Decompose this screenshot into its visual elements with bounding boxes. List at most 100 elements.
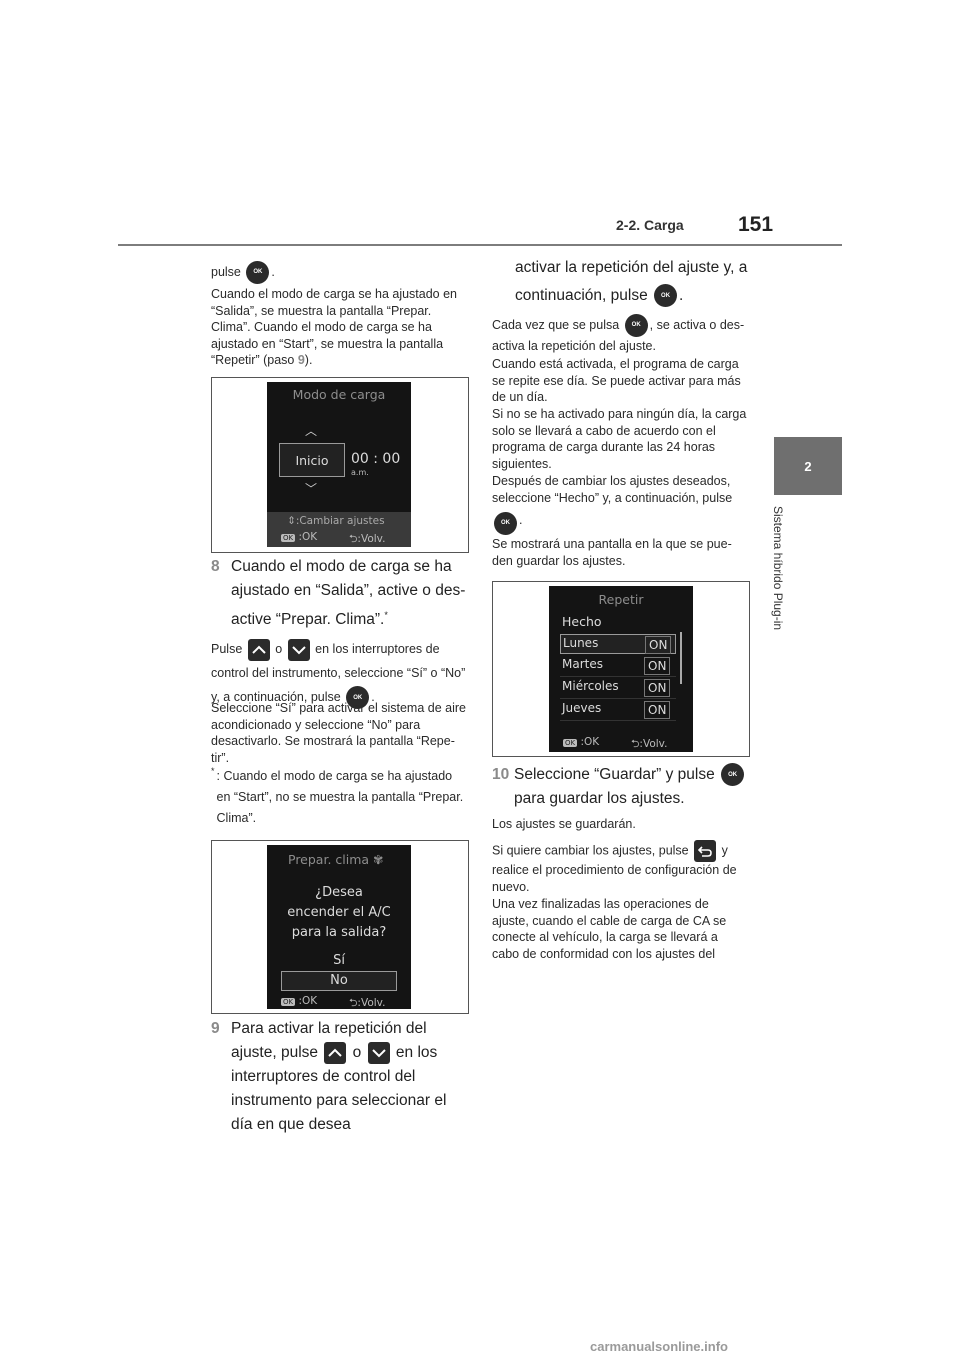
back-hint-text: :Volv.	[357, 533, 386, 545]
para-end: .	[679, 287, 684, 304]
back-arrow-icon: ⮌	[349, 997, 358, 1009]
footnote-mark: *	[384, 610, 388, 620]
question-line: encender el A/C	[287, 905, 391, 920]
screen-title: Prepar. clima ✾	[288, 852, 384, 867]
step-9-text: en los interruptores de control del inst…	[231, 1044, 447, 1133]
chapter-side-label: Sistema híbrido Plug-in	[771, 506, 815, 656]
ok-button-icon: OK	[624, 314, 648, 337]
back-hint-text: :Volv.	[639, 738, 668, 750]
para-text: y realice el procedimiento de configurac…	[492, 843, 737, 894]
question: ¿Desea encender el A/C para la salida?	[267, 883, 411, 943]
figure-frame-clima: Prepar. clima ✾ ¿Desea encender el A/C p…	[211, 840, 469, 1014]
ok-badge-icon: OK	[281, 998, 296, 1006]
ok-button-icon: OK	[494, 512, 517, 535]
back-hint: ⮌:Volv.	[631, 736, 667, 754]
step-8-text: Cuando el modo de carga se ha ajustado e…	[231, 558, 466, 629]
ok-button-icon: OK	[721, 763, 745, 787]
para-end: .	[371, 690, 375, 704]
change-settings-label: ⇕:Cambiar ajustes	[287, 515, 385, 527]
paragraph: Cuando está activada, el programa de car…	[492, 357, 741, 404]
footnote-text: : Cuando el modo de carga se ha ajustado…	[216, 769, 464, 825]
conjunction: o	[352, 1044, 362, 1061]
screen-charge-mode: Modo de carga ︿ Inicio 00 : 00 a.m. ﹀ ⇕:…	[267, 382, 411, 547]
para-text: en los interruptores de con­trol del ins…	[211, 642, 466, 704]
step-10: 10 Seleccione “Guardar” y pulse OK para …	[492, 763, 748, 811]
conjunction: o	[275, 642, 283, 656]
paragraph: Después de cambiar los ajustes deseados,…	[492, 473, 748, 535]
ok-hint: OK :OK	[563, 736, 599, 748]
step-9-continued: activar la repetición del ajuste y, a co…	[515, 254, 749, 310]
paragraph: Cuando el modo de carga se ha ajustado e…	[211, 286, 467, 369]
step-9: 9 Para activar la repetición del ajuste,…	[211, 1017, 467, 1137]
ok-button-icon: OK	[346, 686, 370, 710]
step-text: Cuando el modo de carga se ha ajustado e…	[231, 555, 467, 632]
option-text: Inicio	[295, 452, 329, 468]
back-arrow-icon: ⮌	[631, 738, 640, 750]
footnote: * : Cuando el modo de carga se ha ajusta…	[211, 766, 467, 829]
para-text: , se activa o des­activa la repetición d…	[492, 317, 745, 353]
step-10-text: Seleccione “Guardar” y pulse	[514, 766, 715, 783]
page-number: 151	[738, 213, 774, 236]
paragraph: Si no se ha activado para ningún día, la…	[492, 407, 747, 471]
ok-hint-text: :OK	[298, 531, 318, 543]
figure-frame-charge-mode: Modo de carga ︿ Inicio 00 : 00 a.m. ﹀ ⇕:…	[211, 377, 469, 553]
time-value: 00 : 00	[351, 451, 401, 467]
day-name: Martes	[562, 657, 603, 671]
paragraph: Si quiere cambiar los ajustes, pulse y r…	[492, 840, 748, 896]
screen-footer: ⇕:Cambiar ajustes OK :OK ⮌:Volv.	[267, 512, 411, 547]
para-text: Pulse	[211, 642, 243, 656]
question-line: ¿Desea	[315, 885, 363, 900]
screen-title: Repetir	[598, 592, 644, 607]
step-text: Para activar la repetición del ajuste, p…	[231, 1017, 467, 1137]
day-state: ON	[644, 701, 671, 719]
footnote-mark: *	[211, 766, 215, 776]
intro-line: pulse OK.	[211, 261, 467, 284]
updown-icon: ⇕	[287, 515, 296, 527]
ok-button-icon: OK	[246, 261, 270, 284]
para-end: ).	[304, 353, 313, 367]
day-name: Jueves	[562, 701, 602, 715]
day-state: ON	[644, 657, 671, 675]
step-number: 9	[211, 1020, 220, 1037]
ok-hint: OK :OK	[281, 531, 317, 543]
done-item: Hecho	[562, 614, 602, 629]
para-text: Cada vez que se pulsa	[492, 317, 620, 332]
screen-clima: Prepar. clima ✾ ¿Desea encender el A/C p…	[267, 845, 411, 1009]
up-button-icon	[324, 1041, 347, 1064]
back-arrow-icon: ⮌	[349, 533, 358, 545]
ok-hint-text: :OK	[298, 995, 318, 1007]
option-no: No	[281, 971, 397, 991]
back-button-icon	[694, 840, 717, 862]
down-button-icon	[367, 1041, 390, 1064]
back-hint: ⮌:Volv.	[349, 995, 385, 1013]
chevron-up-icon: ︿	[305, 424, 318, 438]
step-ref: 9	[297, 353, 305, 367]
question-line: para la salida?	[291, 925, 387, 940]
paragraph: Una vez finalizadas las operaciones de a…	[492, 897, 727, 961]
intro-text: pulse	[211, 264, 241, 279]
step-8-instructions: Pulse o en los interruptores de con­trol…	[211, 637, 467, 710]
step-9-text: Para activar la repetición del ajuste, p…	[231, 1020, 427, 1061]
ok-badge-icon: OK	[563, 739, 578, 747]
step-10-text: para guardar los ajustes.	[514, 790, 685, 807]
ok-hint-text: :OK	[580, 736, 600, 748]
up-button-icon	[247, 638, 270, 661]
para-text: Cuando el modo de carga se ha ajustado e…	[211, 287, 458, 367]
day-row: Jueves ON	[560, 700, 676, 721]
step-number: 8	[211, 558, 220, 575]
change-settings-text: :Cambiar ajustes	[295, 515, 385, 527]
back-hint: ⮌:Volv.	[349, 531, 385, 549]
step-text: Seleccione “Guardar” y pulse OK para gua…	[514, 763, 748, 811]
step-8: 8 Cuando el modo de carga se ha ajustado…	[211, 555, 467, 632]
para-end: .	[519, 512, 523, 527]
scrollbar	[680, 632, 682, 684]
watermark: carmanualsonline.info	[590, 1339, 728, 1354]
ampm-label: a.m.	[351, 468, 369, 477]
section-title: 2-2. Carga	[616, 217, 684, 233]
day-row: Martes ON	[560, 656, 676, 677]
para-text: Si quiere cambiar los ajustes, pulse	[492, 843, 689, 858]
